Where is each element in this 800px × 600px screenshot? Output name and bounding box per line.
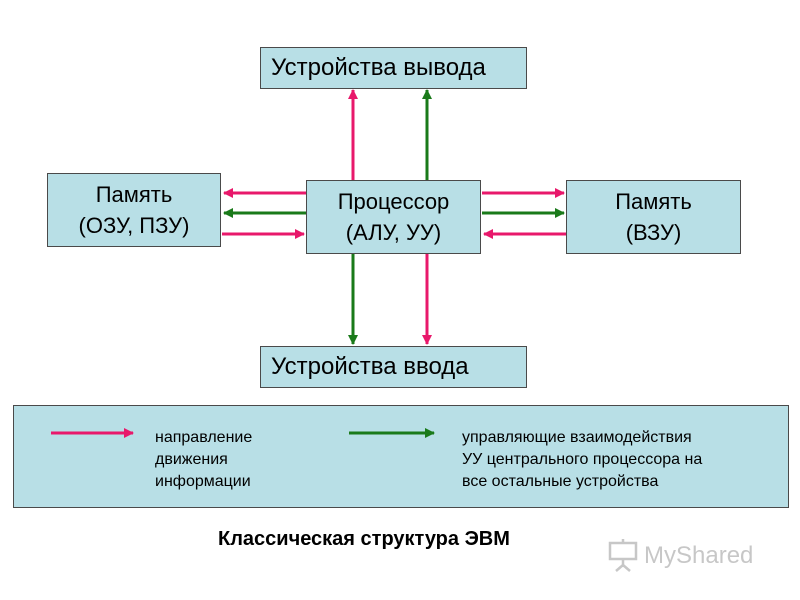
legend-control-text: управляющие взаимодействия УУ центрально… <box>462 429 703 490</box>
memory-left-box: Память (ОЗУ, ПЗУ) <box>47 173 221 247</box>
legend-box: направление движения информации управляю… <box>13 405 789 508</box>
memory-right-subtitle: (ВЗУ) <box>625 220 682 245</box>
memory-right-title: Память <box>615 189 692 214</box>
processor-title: Процессор <box>337 189 450 214</box>
processor-subtitle: (АЛУ, УУ) <box>345 220 442 245</box>
watermark-logo: MyShared <box>608 536 768 576</box>
diagram-caption: Классическая структура ЭВМ <box>218 528 510 550</box>
presentation-board-icon <box>608 539 638 572</box>
legend-info-text: направление движения информации <box>155 429 253 490</box>
memory-left-title: Память <box>95 182 173 207</box>
output-devices-box: Устройства вывода <box>260 47 527 89</box>
memory-left-subtitle: (ОЗУ, ПЗУ) <box>78 213 190 238</box>
memory-right-box: Память (ВЗУ) <box>566 180 741 254</box>
output-devices-label: Устройства вывода <box>271 54 486 81</box>
input-devices-label: Устройства ввода <box>271 353 469 380</box>
input-devices-box: Устройства ввода <box>260 346 527 388</box>
watermark-text: MyShared <box>644 542 754 569</box>
legend-arrows <box>51 428 435 438</box>
processor-box: Процессор (АЛУ, УУ) <box>306 180 481 254</box>
